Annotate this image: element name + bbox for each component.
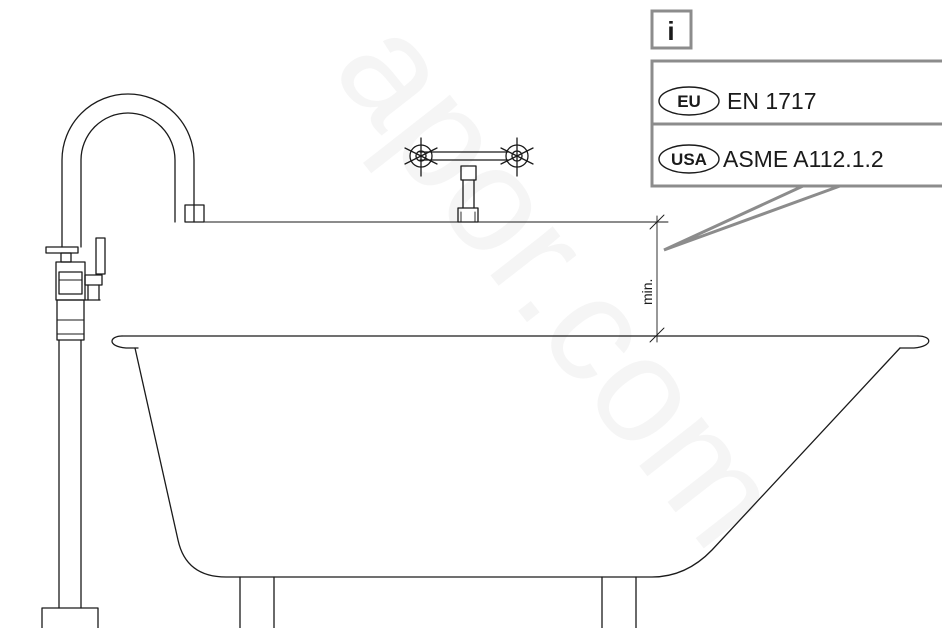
eu-standard-text: EN 1717: [727, 88, 817, 114]
info-callout: i EU EN 1717 USA ASME A112.1.2: [650, 9, 942, 252]
eu-badge-oval: [658, 86, 720, 116]
usa-standard-row: USA ASME A112.1.2: [658, 144, 884, 174]
eu-standard-row: EU EN 1717: [658, 86, 817, 116]
dimension-marker: min.: [203, 214, 669, 343]
floor-standing-faucet: [41, 93, 205, 628]
dimension-label: min.: [639, 279, 655, 305]
usa-badge-oval: [658, 144, 720, 174]
wall-mounted-mixer: [404, 137, 534, 223]
usa-standard-text: ASME A112.1.2: [723, 146, 884, 172]
eu-badge-label: EU: [677, 92, 701, 111]
usa-badge-label: USA: [671, 150, 707, 169]
info-icon: i: [650, 9, 693, 50]
svg-text:i: i: [667, 16, 674, 46]
bathtub: [111, 335, 930, 628]
